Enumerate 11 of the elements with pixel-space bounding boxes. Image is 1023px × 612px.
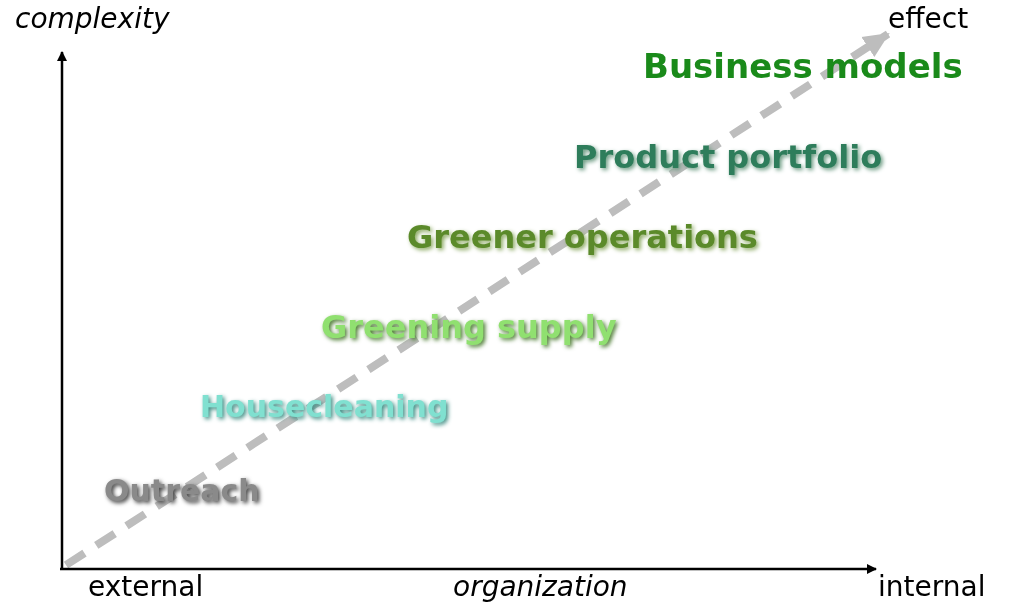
- stage-label: Product portfolio: [574, 140, 883, 176]
- stage-label: Outreach: [104, 474, 260, 507]
- axis-label: external: [88, 572, 204, 603]
- axis-label: complexity: [15, 4, 170, 35]
- axis-label: internal: [878, 572, 986, 603]
- stage-label: Housecleaning: [200, 390, 449, 423]
- stage-label: Greener operations: [407, 220, 758, 256]
- axis-title: organization: [453, 572, 628, 603]
- stage-label: Business models: [643, 48, 963, 86]
- stage-label: Greening supply: [321, 310, 617, 346]
- axis-label: effect: [888, 4, 969, 35]
